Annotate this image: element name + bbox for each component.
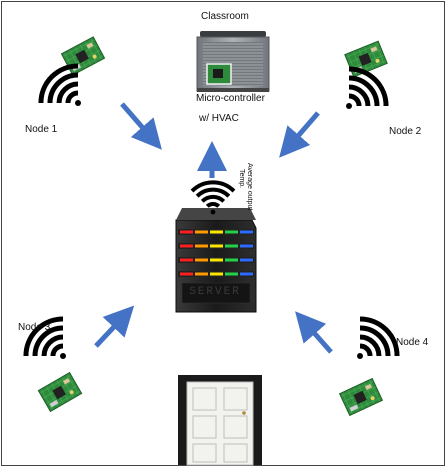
arrow-node2-to-server — [279, 111, 320, 158]
temp-label: Temp. — [238, 169, 245, 189]
server-led — [180, 258, 193, 262]
server-led — [180, 244, 193, 248]
server-led — [210, 258, 223, 262]
server-led — [195, 230, 208, 234]
server-led — [195, 258, 208, 262]
node3-board-icon — [37, 372, 83, 412]
node3-wifi-icon — [23, 316, 66, 359]
server-led — [240, 244, 253, 248]
server-led — [225, 244, 238, 248]
hvac-label: w/ HVAC — [199, 113, 239, 124]
node4-wifi-icon — [357, 316, 400, 359]
arrow-node1-to-server — [120, 102, 162, 150]
node2-label: Node 2 — [389, 126, 422, 137]
server-led — [240, 258, 253, 262]
node1-wifi-icon — [38, 63, 81, 106]
arrow-node3-to-server — [94, 305, 135, 348]
node2-wifi-icon — [346, 66, 389, 109]
server-led — [195, 272, 208, 276]
hvac-unit-icon — [196, 31, 270, 92]
node4-label: Node 4 — [396, 337, 429, 348]
server-icon — [175, 208, 257, 313]
server-led — [180, 272, 193, 276]
arrow-node4-to-server — [295, 311, 333, 354]
microcontroller-label: Micro-controller — [196, 93, 265, 104]
server-led — [195, 244, 208, 248]
server-led — [240, 272, 253, 276]
server-wifi-icon — [190, 180, 236, 215]
classroom-label: Classroom — [201, 11, 249, 22]
server-led — [210, 244, 223, 248]
server-text: SERVER — [189, 286, 241, 298]
server-led — [210, 230, 223, 234]
average-output-label: Average output — [246, 163, 253, 211]
server-led — [210, 272, 223, 276]
node4-board-icon — [339, 378, 383, 416]
node3-label: Node 3 — [18, 322, 51, 333]
server-led — [225, 272, 238, 276]
server-led — [240, 230, 253, 234]
server-led — [180, 230, 193, 234]
door-icon — [178, 375, 262, 466]
node1-label: Node 1 — [25, 124, 58, 135]
server-led — [225, 230, 238, 234]
server-led — [225, 258, 238, 262]
